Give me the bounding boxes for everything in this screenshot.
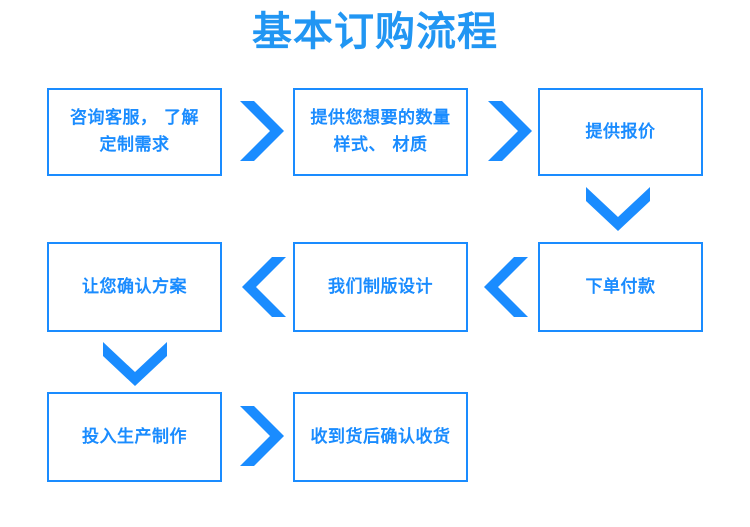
- chevron-left-icon: [236, 253, 292, 321]
- chevron-right-icon: [234, 97, 290, 165]
- chevron-right-icon: [482, 97, 538, 165]
- flow-step-1: 咨询客服， 了解 定制需求: [47, 88, 222, 176]
- flow-step-7: 投入生产制作: [47, 392, 222, 482]
- flow-step-3: 提供报价: [538, 88, 703, 176]
- flow-step-3-label: 提供报价: [585, 121, 656, 142]
- flow-step-6-label: 让您确认方案: [82, 276, 187, 297]
- flow-step-6: 让您确认方案: [47, 242, 222, 332]
- flow-step-1-label: 咨询客服， 了解 定制需求: [70, 108, 199, 155]
- flow-step-4-label: 下单付款: [585, 276, 656, 297]
- chevron-right-icon: [234, 402, 290, 470]
- flow-step-2: 提供您想要的数量 样式、 材质: [293, 88, 468, 176]
- flow-step-8-label: 收到货后确认收货: [310, 426, 451, 447]
- flow-step-7-label: 投入生产制作: [82, 426, 187, 447]
- page-title: 基本订购流程: [252, 9, 498, 55]
- flow-step-8: 收到货后确认收货: [293, 392, 468, 482]
- flow-step-5-label: 我们制版设计: [328, 276, 433, 297]
- flow-step-5: 我们制版设计: [293, 242, 468, 332]
- chevron-down-icon: [99, 338, 171, 390]
- chevron-down-icon: [582, 183, 654, 235]
- flow-step-2-label: 提供您想要的数量 样式、 材质: [310, 108, 451, 155]
- flow-step-4: 下单付款: [538, 242, 703, 332]
- chevron-left-icon: [478, 253, 534, 321]
